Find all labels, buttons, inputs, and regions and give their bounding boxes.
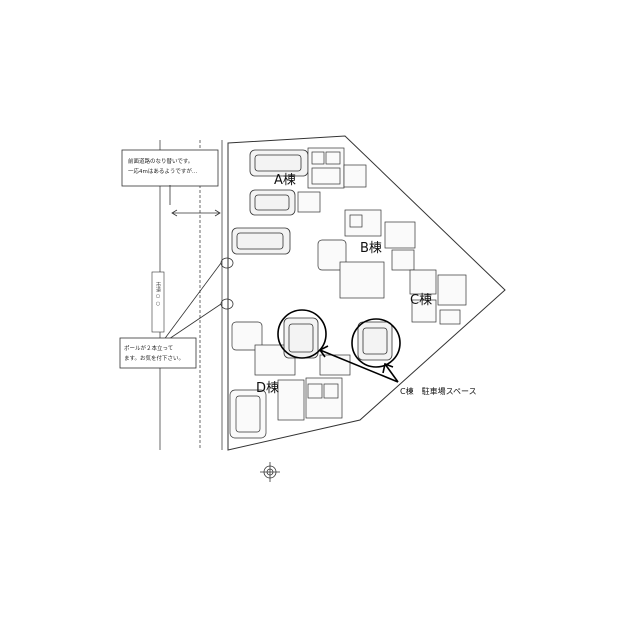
a-block-parking xyxy=(231,149,309,255)
callout-arrows xyxy=(318,345,399,383)
poles-note: ポールが２本立って ます。お気を付下さい。 xyxy=(119,337,197,369)
north-compass-icon xyxy=(260,462,280,482)
poles-note-line-2: ます。お気を付下さい。 xyxy=(124,354,184,362)
c-block-parking-cars xyxy=(283,317,393,361)
d-block-rooms xyxy=(229,321,351,439)
building-c-label: C棟 xyxy=(410,293,432,308)
c-parking-callout: C棟 駐車場スペース xyxy=(400,386,477,396)
b-block-rooms xyxy=(317,209,416,299)
road-label-box: 市道 ○ ○ xyxy=(151,271,165,333)
a-block-rooms xyxy=(297,147,367,213)
parking-highlight-circles xyxy=(277,309,401,368)
property-boundary xyxy=(227,135,506,451)
c-block-rooms xyxy=(409,269,467,325)
frontage-note-line-1: 前面道路のなり替いです。 xyxy=(128,157,193,165)
building-b-label: B棟 xyxy=(360,241,382,256)
building-d-label: D棟 xyxy=(256,381,279,396)
road-label: 市道 ○ ○ xyxy=(155,281,161,307)
road-width-arrow xyxy=(169,185,221,217)
frontage-note: 前面道路のなり替いです。 一応4mはあるようですが… xyxy=(121,149,219,187)
road-lines xyxy=(159,140,223,450)
frontage-note-line-2: 一応4mはあるようですが… xyxy=(128,167,197,175)
poles-note-line-1: ポールが２本立って xyxy=(124,344,173,352)
building-a-label: A棟 xyxy=(274,173,296,188)
